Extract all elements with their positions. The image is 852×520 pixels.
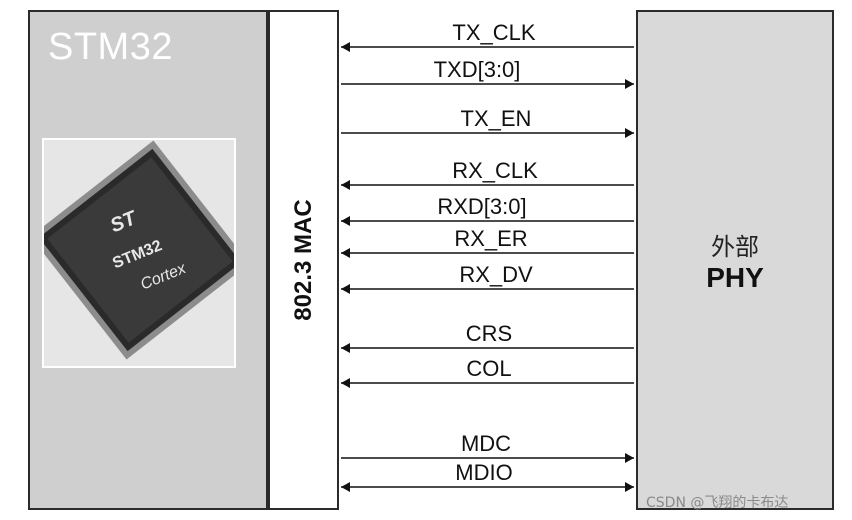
arrowhead — [341, 378, 350, 388]
signal-label-col: COL — [466, 356, 512, 381]
arrowhead — [625, 79, 634, 89]
chip-image-frame: ST STM32 Cortex — [30, 138, 250, 368]
phy-block: 外部 PHY — [636, 10, 834, 510]
signal-label-mdc: MDC — [460, 431, 512, 456]
watermark: CSDN @飞翔的卡布达 — [646, 495, 789, 511]
arrowhead — [341, 42, 350, 52]
phy-label-line1: 外部 — [711, 233, 759, 261]
signal-label-rxd-3-0-: RXD[3:0] — [437, 194, 527, 219]
signal-label-txd-3-0-: TXD[3:0] — [433, 57, 521, 82]
mac-block: 802.3 MAC — [268, 10, 339, 510]
chip-image: ST STM32 Cortex — [30, 140, 250, 360]
arrowhead — [341, 216, 350, 226]
signal-label-crs: CRS — [465, 321, 513, 346]
signal-label-rx-er: RX_ER — [454, 226, 528, 251]
stm32-title: STM32 — [48, 26, 173, 68]
arrowhead — [625, 128, 634, 138]
stm32-block: STM32 ST STM32 Cortex — [28, 10, 268, 510]
phy-label-line2: PHY — [706, 262, 764, 293]
signal-label-tx-en: TX_EN — [460, 106, 532, 131]
arrowhead — [625, 482, 634, 492]
arrowhead — [625, 453, 634, 463]
arrowhead — [341, 284, 350, 294]
signal-label-rx-clk: RX_CLK — [452, 158, 538, 183]
signal-label-tx-clk: TX_CLK — [452, 20, 536, 45]
signal-label-mdio: MDIO — [455, 460, 513, 485]
arrowhead — [341, 180, 350, 190]
arrowhead — [341, 343, 350, 353]
arrowhead — [341, 482, 350, 492]
signal-label-rx-dv: RX_DV — [459, 262, 533, 287]
arrowhead — [341, 248, 350, 258]
